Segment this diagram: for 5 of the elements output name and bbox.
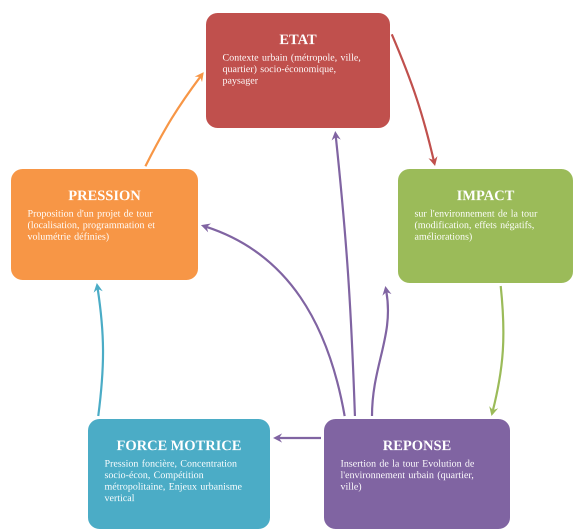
process-box: REPONSE Insertion de la tour Evolution de l'environnement urbain (quartier, ville) xyxy=(323,418,511,529)
process-box: PRESSION Proposition d'un projet de tour (localisation, programmation et volumétrie définies) xyxy=(10,168,199,281)
process-box: ETAT Contexte urbain (métropole, ville, quartier) socio-économique, paysager xyxy=(205,12,391,129)
process-box: IMPACT sur l'environnement de la tour (modification, effets négatifs, améliorations) xyxy=(397,168,573,284)
process-box: FORCE MOTRICE Pression foncière, Concentration socio-écon, Compétition métropolitaine, Enjeux urbanisme vertical xyxy=(87,418,271,529)
